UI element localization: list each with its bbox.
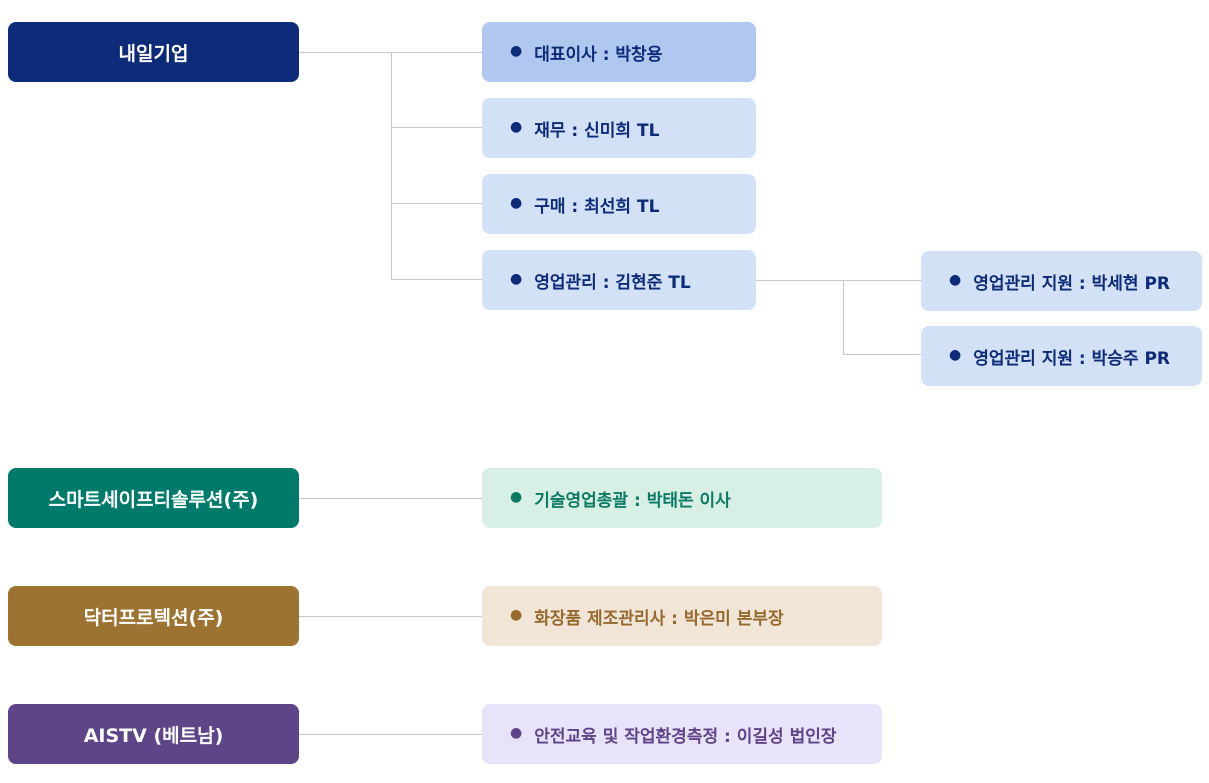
bullet-icon: ● [510, 43, 523, 59]
member-technical-sales: ● 기술영업총괄 : 박태돈 이사 [482, 468, 882, 528]
connector-line [391, 203, 482, 204]
member-cosmetics-manager: ● 화장품 제조관리사 : 박은미 본부장 [482, 586, 882, 646]
connector-line [391, 52, 392, 280]
company-name: AISTV (베트남) [83, 724, 224, 747]
company-name: 내일기업 [118, 42, 189, 65]
bullet-icon: ● [510, 119, 523, 135]
member-label: 화장품 제조관리사 : 박은미 본부장 [534, 608, 784, 629]
member-sales-support-1: ● 영업관리 지원 : 박세현 PR [921, 251, 1202, 311]
member-safety-education: ● 안전교육 및 작업환경측정 : 이길성 법인장 [482, 704, 882, 764]
member-purchasing: ● 구매 : 최선희 TL [482, 174, 756, 234]
company-box-naeil: 내일기업 [8, 22, 299, 82]
bullet-icon: ● [949, 272, 962, 288]
connector-line [391, 127, 482, 128]
member-sales-management: ● 영업관리 : 김현준 TL [482, 250, 756, 310]
company-box-aistv: AISTV (베트남) [8, 704, 299, 764]
member-ceo: ● 대표이사 : 박창용 [482, 22, 756, 82]
company-name: 스마트세이프티솔루션(주) [48, 488, 259, 511]
connector-line [299, 52, 482, 53]
company-box-doctor-protection: 닥터프로텍션(주) [8, 586, 299, 646]
member-finance: ● 재무 : 신미희 TL [482, 98, 756, 158]
bullet-icon: ● [510, 489, 523, 505]
company-name: 닥터프로텍션(주) [83, 606, 224, 629]
bullet-icon: ● [510, 271, 523, 287]
member-label: 영업관리 지원 : 박승주 PR [973, 348, 1171, 369]
connector-line [756, 280, 921, 281]
member-label: 안전교육 및 작업환경측정 : 이길성 법인장 [534, 726, 837, 747]
connector-line [391, 279, 482, 280]
connector-line [299, 734, 482, 735]
bullet-icon: ● [510, 195, 523, 211]
member-sales-support-2: ● 영업관리 지원 : 박승주 PR [921, 326, 1202, 386]
bullet-icon: ● [510, 607, 523, 623]
member-label: 구매 : 최선희 TL [534, 196, 660, 217]
connector-line [843, 354, 921, 355]
member-label: 대표이사 : 박창용 [534, 44, 663, 65]
connector-line [299, 616, 482, 617]
bullet-icon: ● [949, 347, 962, 363]
company-box-smart-safety: 스마트세이프티솔루션(주) [8, 468, 299, 528]
connector-line [843, 280, 844, 355]
connector-line [299, 498, 482, 499]
member-label: 영업관리 지원 : 박세현 PR [973, 273, 1171, 294]
member-label: 기술영업총괄 : 박태돈 이사 [534, 490, 731, 511]
member-label: 재무 : 신미희 TL [534, 120, 660, 141]
bullet-icon: ● [510, 725, 523, 741]
member-label: 영업관리 : 김현준 TL [534, 272, 691, 293]
